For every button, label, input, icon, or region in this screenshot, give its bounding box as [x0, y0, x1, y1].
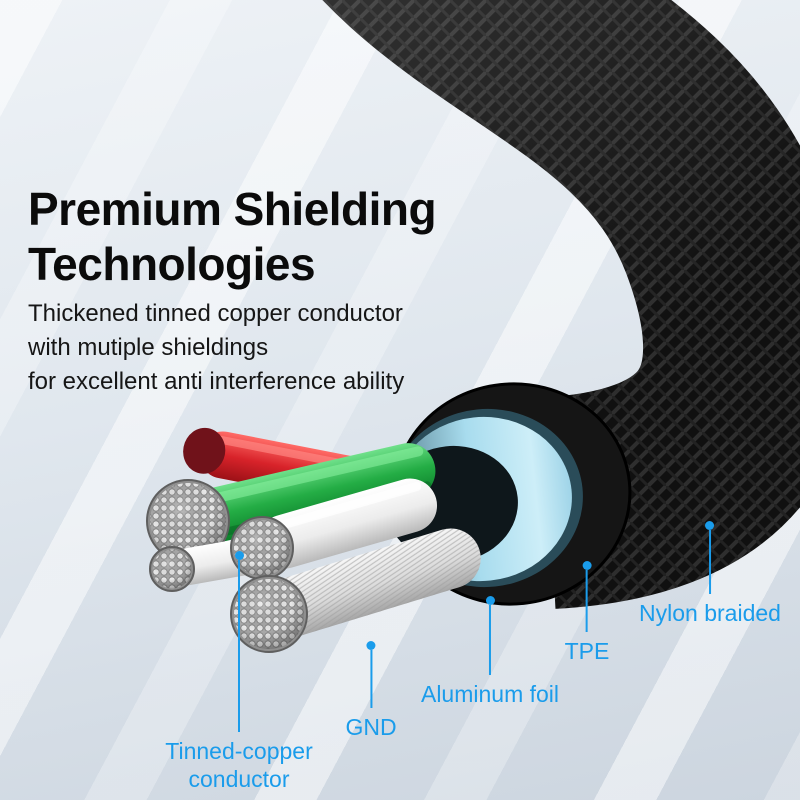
- callout-dot: [705, 521, 715, 530]
- wire-gnd: [262, 528, 481, 637]
- callout-dot: [366, 641, 376, 650]
- callout-dot: [582, 561, 592, 570]
- description-text: Thickened tinned copper conductor with m…: [28, 297, 404, 399]
- callout-leader-line: [708, 530, 711, 594]
- callout-leader-line: [238, 560, 240, 732]
- wire-white-rear-conductor-tip: [149, 546, 195, 592]
- description-line-3: for excellent anti interference ability: [28, 368, 405, 396]
- callout-label-tinned-copper-conductor: Tinned-copper conductor: [165, 738, 313, 793]
- description-line-2: with mutiple shieldings: [28, 334, 269, 362]
- callout-nylon-braided: Nylon braided: [639, 521, 781, 627]
- title-line-1: Premium Shielding: [28, 183, 437, 235]
- wire-gnd-conductor-tip: [230, 575, 308, 653]
- callout-gnd: GND: [345, 641, 397, 741]
- description-line-1: Thickened tinned copper conductor: [28, 300, 403, 327]
- callout-label-nylon-braided: Nylon braided: [639, 600, 781, 626]
- title-line-2: Technologies: [28, 238, 316, 291]
- callout-tpe: TPE: [564, 561, 610, 665]
- callout-dot: [234, 551, 244, 560]
- callout-label-tpe: TPE: [564, 638, 610, 664]
- braided-cable-body: [324, 0, 800, 609]
- callout-dot: [485, 596, 495, 605]
- callout-leader-line: [370, 650, 372, 708]
- callout-label-gnd: GND: [345, 714, 397, 740]
- callout-aluminum-foil: Aluminum foil: [421, 596, 559, 708]
- wire-white-mid-conductor-tip: [230, 516, 294, 580]
- page-title: Premium Shielding Technologies: [28, 182, 437, 292]
- callout-leader-line: [585, 570, 588, 632]
- wire-white-mid: [257, 478, 438, 569]
- callout-leader-line: [488, 605, 491, 675]
- callout-label-aluminum-foil: Aluminum foil: [420, 681, 560, 707]
- callout-tinned-copper-conductor: Tinned-copper conductor: [154, 551, 324, 793]
- wire-green-conductor-tip: [146, 479, 230, 563]
